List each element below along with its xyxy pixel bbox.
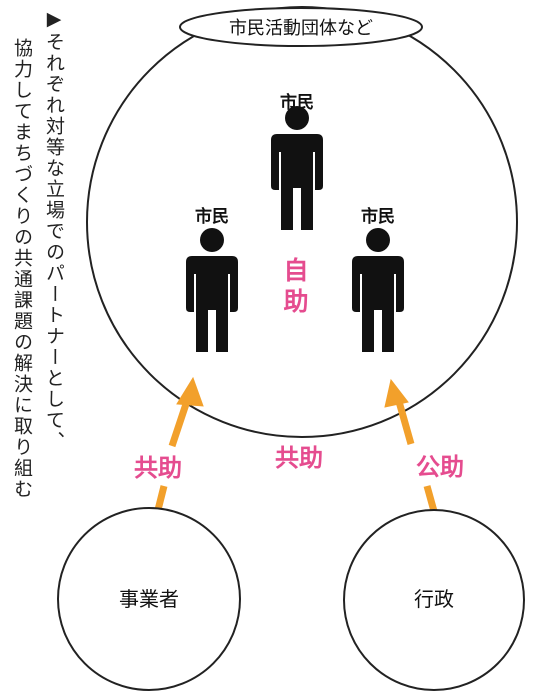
public-help-label: 公助 <box>416 453 464 481</box>
mutual-help-center-label: 共助 <box>275 444 323 472</box>
government-circle <box>343 509 525 691</box>
business-circle <box>57 507 241 691</box>
self-help-char-1: 自 <box>283 256 308 285</box>
self-help-char-2: 助 <box>283 287 308 316</box>
organizations-ellipse <box>179 7 423 47</box>
organizations-label: 市民活動団体など <box>229 18 373 39</box>
business-label: 事業者 <box>119 587 179 611</box>
citizen-label-left: 市民 <box>195 206 229 227</box>
caption-line-1: ▶それぞれ対等な立場でのパートナーとして、 <box>43 8 65 452</box>
citizen-label-right: 市民 <box>361 206 395 227</box>
mutual-help-left-label: 共助 <box>134 454 182 482</box>
citizen-label-top: 市民 <box>280 92 314 113</box>
government-label: 行政 <box>414 587 454 611</box>
caption-line-2: 協力してまちづくりの共通課題の解決に取り組む <box>11 38 33 500</box>
